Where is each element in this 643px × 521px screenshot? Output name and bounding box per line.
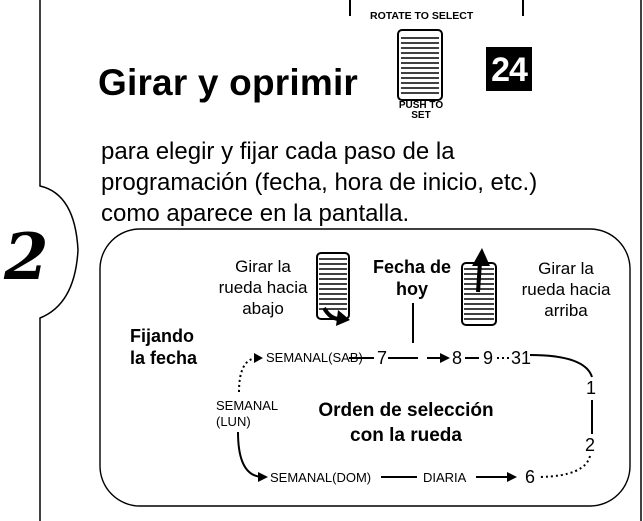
seq-2: 2 <box>585 435 596 455</box>
seq-6: 6 <box>525 467 536 487</box>
seq-8: 8 <box>452 348 463 368</box>
header-dial-icon <box>397 29 443 101</box>
seq-semanal-sab: SEMANAL(SAB) <box>266 350 363 365</box>
instruction-line2: programación (fecha, hora de inicio, etc… <box>101 169 538 196</box>
today-line2: hoy <box>395 279 428 299</box>
push-label-line1: PUSH TO <box>398 100 444 111</box>
instruction-line1: para elegir y fijar cada paso de la <box>101 138 455 165</box>
selection-order-line2: con la rueda <box>350 425 462 446</box>
setting-date-title: Fijando la fecha <box>130 325 197 369</box>
push-to-set-label: PUSH TO SET <box>398 101 444 121</box>
dial-down-icon <box>316 252 350 326</box>
seq-diaria: DIARIA <box>423 470 467 485</box>
today-date-caption: Fecha de hoy <box>360 256 464 300</box>
step-number: 2 <box>4 220 49 295</box>
seq-7: 7 <box>377 348 388 368</box>
seq-9: 9 <box>483 348 494 368</box>
roll-up-line2: rueda hacia <box>521 280 611 299</box>
seq-semanal-lun-line2: (LUN) <box>216 414 251 429</box>
setting-date-line1: Fijando <box>130 326 194 346</box>
seq-semanal-lun: SEMANAL (LUN) <box>216 398 278 430</box>
seq-semanal-lun-line1: SEMANAL <box>216 398 279 413</box>
today-line1: Fecha de <box>372 257 452 277</box>
dial-up-icon <box>461 248 497 326</box>
roll-down-line1: Girar la <box>235 257 291 276</box>
roll-down-line2: rueda hacia <box>218 278 308 297</box>
roll-up-line3: arriba <box>544 301 588 320</box>
instruction-line3: como aparece en la pantalla. <box>101 200 410 227</box>
roll-down-caption: Girar la rueda hacia abajo <box>213 256 313 319</box>
roll-up-line1: Girar la <box>538 259 594 278</box>
selection-order-caption: Orden de selección con la rueda <box>312 398 500 448</box>
step-badge: 24 <box>486 47 532 91</box>
page-heading: Girar y oprimir <box>98 62 359 103</box>
roll-down-line3: abajo <box>242 299 284 318</box>
selection-order-line1: Orden de selección <box>318 400 494 421</box>
diagram-panel <box>99 228 631 507</box>
push-label-line2: SET <box>411 110 431 121</box>
rotate-to-select-label: ROTATE TO SELECT <box>370 10 474 22</box>
instruction-text: para elegir y fijar cada paso de la prog… <box>101 136 601 229</box>
seq-1: 1 <box>586 378 597 398</box>
seq-semanal-dom: SEMANAL(DOM) <box>270 470 372 485</box>
seq-31: 31 <box>511 348 532 368</box>
setting-date-line2: la fecha <box>130 348 198 368</box>
roll-up-caption: Girar la rueda hacia arriba <box>508 258 624 321</box>
